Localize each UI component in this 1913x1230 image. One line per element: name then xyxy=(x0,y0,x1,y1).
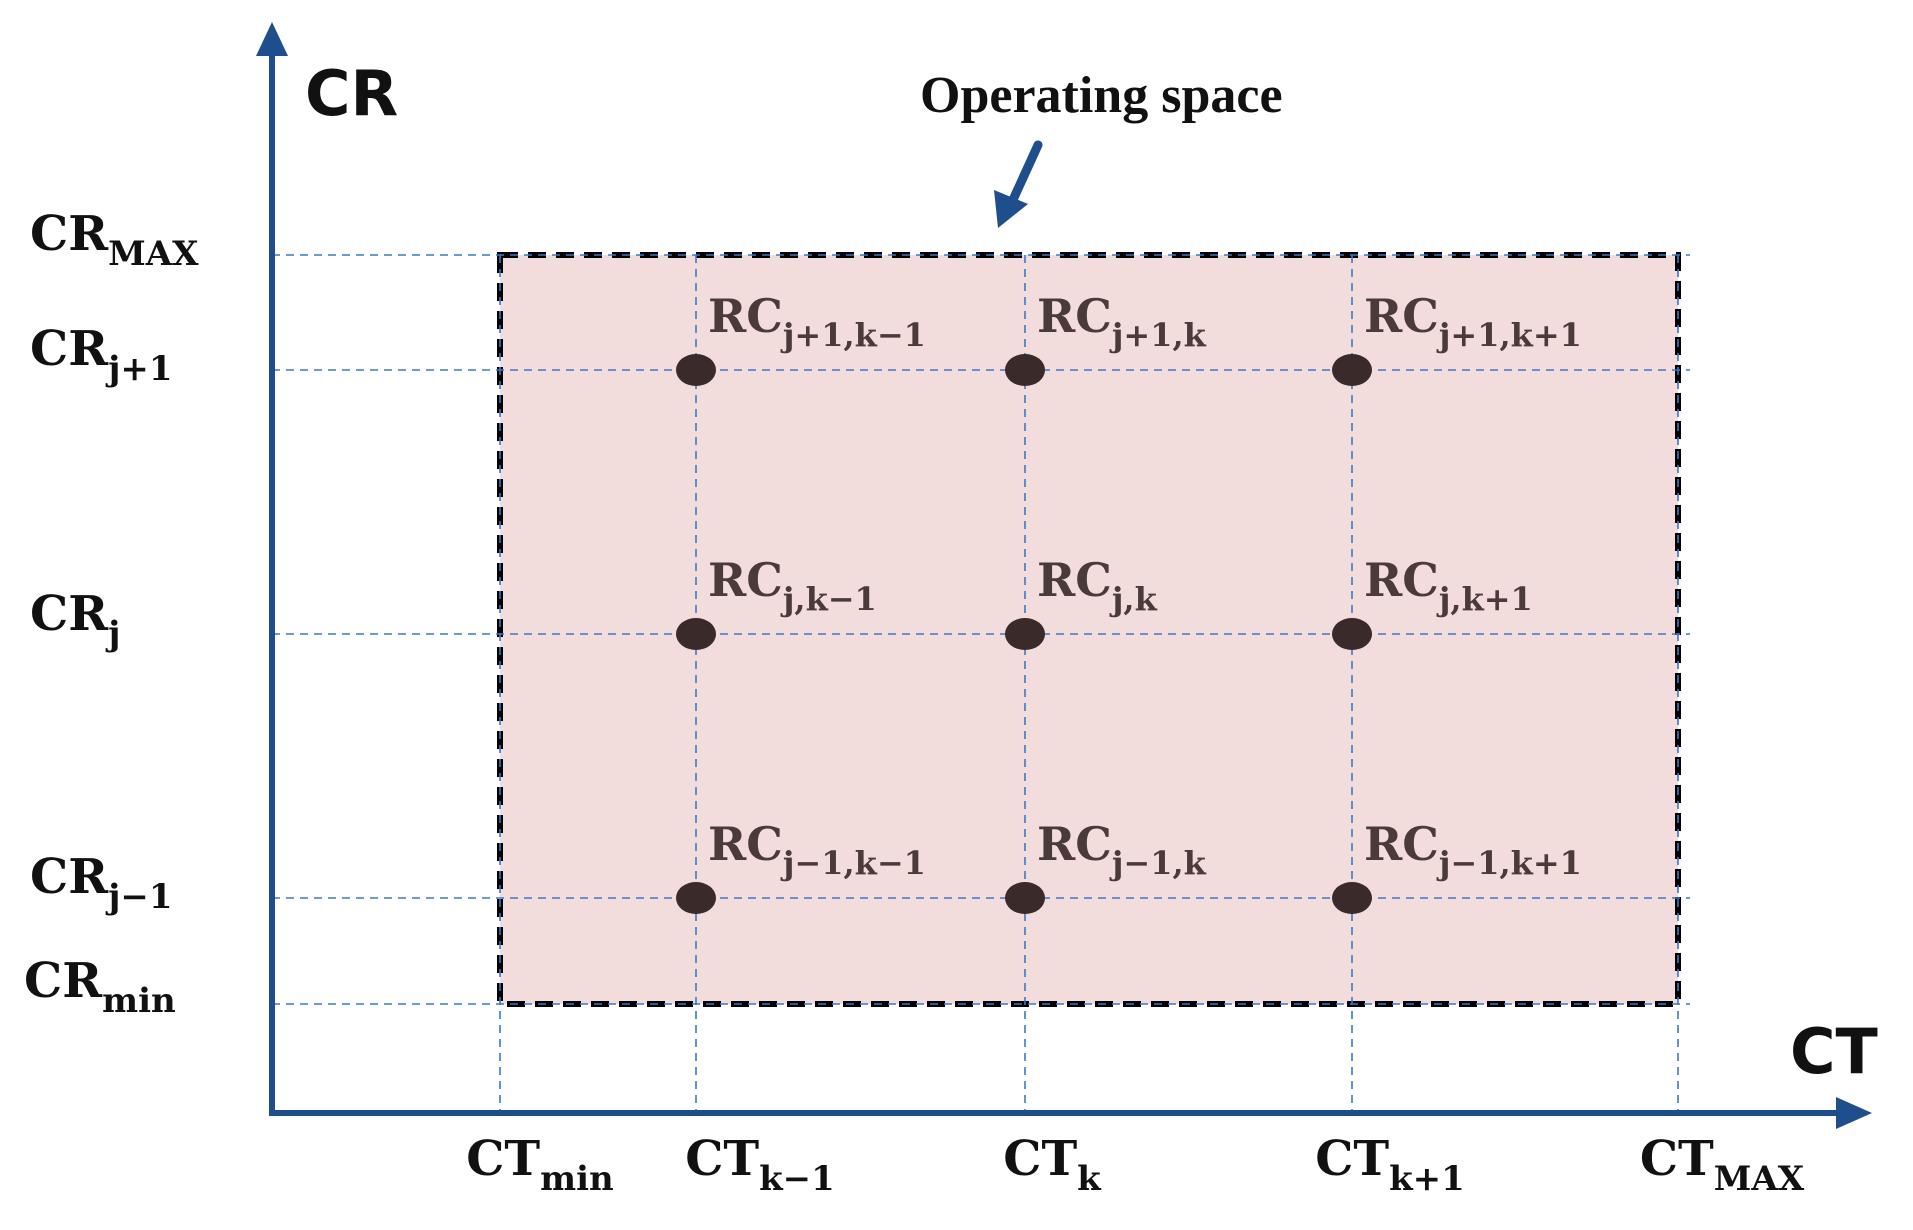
x-tick-label: CTMAX xyxy=(1640,1131,1805,1199)
x-axis xyxy=(269,1097,1872,1129)
y-tick-label: CRj−1 xyxy=(30,849,173,917)
grid-point-marker xyxy=(1005,882,1045,914)
grid-point-label: RCj−1,k xyxy=(1037,817,1207,882)
guide-lines xyxy=(272,254,1690,1113)
x-tick-labels: CTmin CTk−1 CTk CTk+1 CTMAX xyxy=(466,1131,1805,1199)
y-axis xyxy=(256,22,288,1113)
grid-point-marker xyxy=(1332,882,1372,914)
grid-point-label: RCj+1,k−1 xyxy=(708,289,926,354)
y-tick-label: CRmin xyxy=(24,953,176,1021)
x-tick-label: CTk−1 xyxy=(685,1131,835,1199)
grid-point-marker xyxy=(676,882,716,914)
grid-point-label: RCj,k+1 xyxy=(1364,553,1533,618)
x-tick-label: CTk xyxy=(1003,1131,1102,1199)
x-tick-label: CTmin xyxy=(466,1131,614,1199)
y-tick-label: CRMAX xyxy=(30,206,199,274)
grid-point-marker xyxy=(1005,618,1045,650)
grid-point-marker xyxy=(676,618,716,650)
y-tick-label: CRj+1 xyxy=(30,321,173,389)
grid-point-label: RCj−1,k−1 xyxy=(708,817,926,882)
grid-point-label: RCj,k xyxy=(1037,553,1158,618)
diagram-title: Operating space xyxy=(920,67,1283,124)
grid-point-marker xyxy=(676,354,716,386)
grid-point-marker xyxy=(1332,618,1372,650)
grid-point-marker xyxy=(1005,354,1045,386)
grid-point-label: RCj−1,k+1 xyxy=(1364,817,1582,882)
grid-point-label: RCj,k−1 xyxy=(708,553,877,618)
x-tick-label: CTk+1 xyxy=(1315,1131,1465,1199)
x-axis-arrow-icon xyxy=(1836,1097,1872,1129)
x-axis-title: CT xyxy=(1790,1015,1878,1088)
y-axis-arrow-icon xyxy=(256,22,288,56)
title-pointer-arrow-icon xyxy=(994,140,1043,228)
y-tick-label: CRj xyxy=(30,586,120,654)
grid-point-label: RCj+1,k xyxy=(1037,289,1207,354)
grid-point-label: RCj+1,k+1 xyxy=(1364,289,1582,354)
y-axis-title: CR xyxy=(305,57,398,130)
grid-point-marker xyxy=(1332,354,1372,386)
